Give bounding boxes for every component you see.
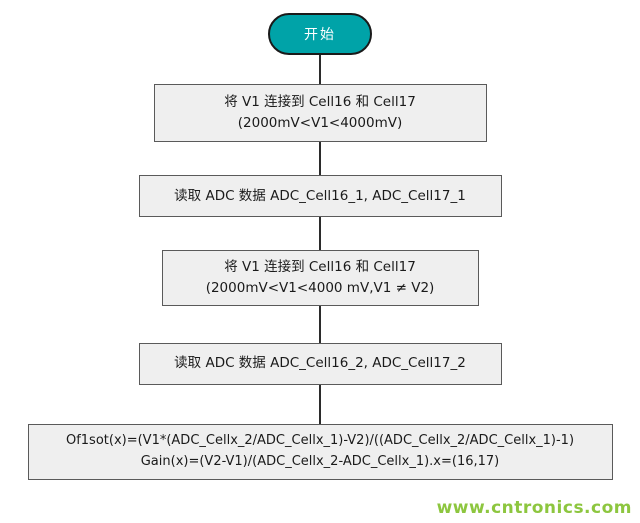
watermark-text: www.cntronics.com xyxy=(436,498,632,518)
step-text: 将 V1 连接到 Cell16 和 Cell17 xyxy=(224,94,416,111)
step-subtext: (2000mV<V1<4000mV) xyxy=(237,115,403,131)
box-read-adc-second: 读取 ADC 数据 ADC_Cell16_2, ADC_Cell17_2 xyxy=(138,342,502,385)
connector-line xyxy=(319,55,321,84)
connector-line xyxy=(319,217,321,250)
step-text: 读取 ADC 数据 ADC_Cell16_2, ADC_Cell17_2 xyxy=(174,355,466,372)
box-formula: Of1sot(x)=(V1*(ADC_Cellx_2/ADC_Cellx_1)-… xyxy=(27,423,613,480)
box-connect-v1-second: 将 V1 连接到 Cell16 和 Cell17 (2000mV<V1<4000… xyxy=(161,250,479,306)
step-text: 将 V1 连接到 Cell16 和 Cell17 xyxy=(224,259,416,275)
formula-offset: Of1sot(x)=(V1*(ADC_Cellx_2/ADC_Cellx_1)-… xyxy=(65,433,575,449)
connector-line xyxy=(319,142,321,175)
step-text: 读取 ADC 数据 ADC_Cell16_1, ADC_Cell17_1 xyxy=(174,187,466,204)
box-connect-v1-first: 将 V1 连接到 Cell16 和 Cell17 (2000mV<V1<4000… xyxy=(153,84,487,142)
formula-gain: Gain(x)=(V2-V1)/(ADC_Cellx_2-ADC_Cellx_1… xyxy=(140,453,500,469)
start-label: 开始 xyxy=(304,27,336,43)
flowchart: 开始 将 V1 连接到 Cell16 和 Cell17 (2000mV<V1<4… xyxy=(27,13,613,480)
box-read-adc-first: 读取 ADC 数据 ADC_Cell16_1, ADC_Cell17_1 xyxy=(138,175,502,217)
connector-line xyxy=(319,305,321,343)
step-subtext: (2000mV<V1<4000 mV,V1 ≠ V2) xyxy=(205,279,435,296)
connector-line xyxy=(319,384,321,424)
start-node: 开始 xyxy=(268,13,372,55)
